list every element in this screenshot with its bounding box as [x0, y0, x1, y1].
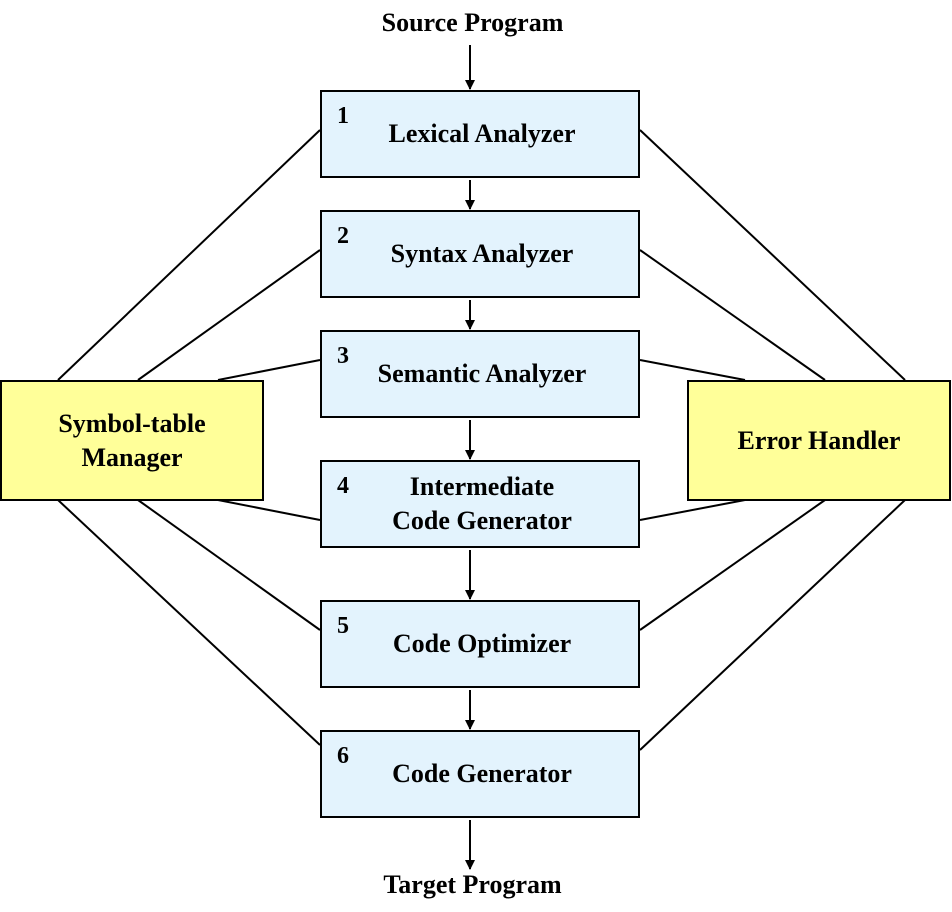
- phase-intermediate-code-generator: 4 Intermediate Code Generator: [320, 460, 640, 548]
- phase-number: 5: [337, 613, 349, 639]
- link-symtab-syntax: [137, 249, 321, 381]
- link-error-semantic: [639, 359, 746, 381]
- link-symtab-intermediate: [217, 499, 321, 521]
- link-error-intermediate: [639, 499, 746, 521]
- phase-label: Semantic Analyzer: [377, 359, 587, 388]
- phase-semantic-analyzer: 3 Semantic Analyzer: [320, 330, 640, 418]
- error-handler-label: Error Handler: [737, 425, 901, 455]
- phase-label: Intermediate Code Generator: [392, 472, 572, 535]
- phase-label: Code Generator: [392, 759, 572, 788]
- source-program-label: Source Program: [381, 8, 564, 37]
- link-error-syntax: [639, 249, 826, 381]
- phase-syntax-analyzer: 2 Syntax Analyzer: [320, 210, 640, 298]
- phase-label: Lexical Analyzer: [388, 119, 576, 148]
- symbol-table-manager-box: Symbol-table Manager: [0, 380, 264, 501]
- link-symtab-semantic: [217, 359, 321, 381]
- link-symtab-optimizer: [137, 499, 321, 631]
- link-error-lexical: [639, 129, 906, 381]
- phase-lexical-analyzer: 1 Lexical Analyzer: [320, 90, 640, 178]
- phase-number: 1: [337, 103, 349, 129]
- link-error-generator: [639, 499, 906, 751]
- link-symtab-lexical: [57, 129, 321, 381]
- phase-number: 3: [337, 343, 349, 369]
- phase-label: Syntax Analyzer: [390, 239, 574, 268]
- phase-label: Code Optimizer: [392, 629, 572, 658]
- phase-number: 2: [337, 223, 349, 249]
- phase-code-optimizer: 5 Code Optimizer: [320, 600, 640, 688]
- phase-code-generator: 6 Code Generator: [320, 730, 640, 818]
- phase-number: 4: [337, 473, 349, 499]
- target-program-label: Target Program: [383, 870, 562, 899]
- phase-number: 6: [337, 743, 349, 769]
- link-symtab-generator: [57, 499, 321, 746]
- link-error-optimizer: [639, 499, 826, 631]
- error-handler-box: Error Handler: [687, 380, 951, 501]
- symbol-table-manager-label: Symbol-table Manager: [58, 408, 206, 472]
